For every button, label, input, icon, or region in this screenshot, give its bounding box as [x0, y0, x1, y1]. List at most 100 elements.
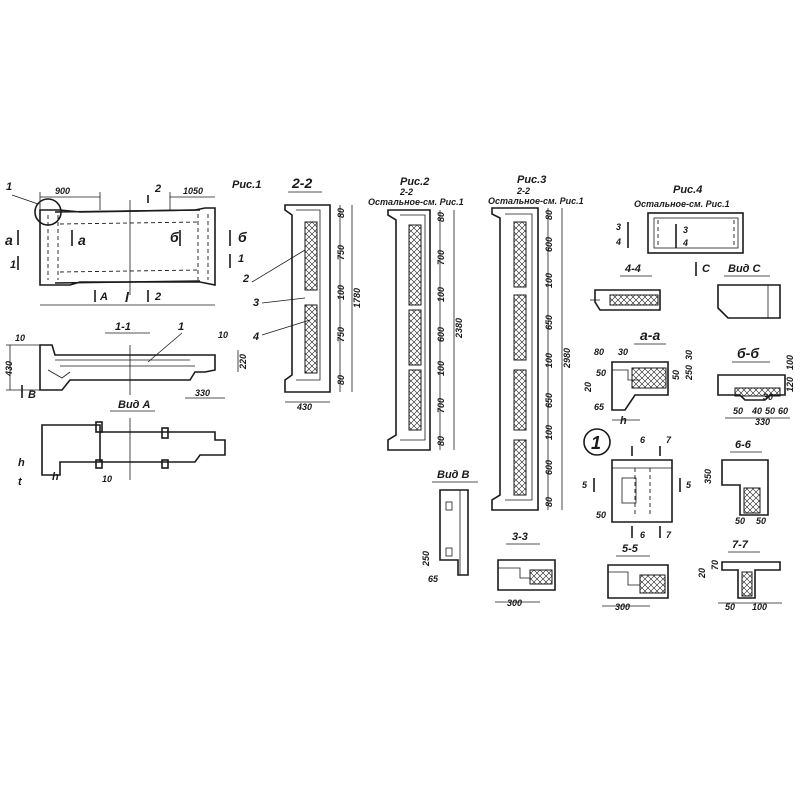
dim-330: 330	[195, 388, 210, 398]
fig4-title: Рис.4	[673, 184, 702, 196]
aa-dim-30: 30	[618, 347, 628, 357]
fig3-dim-600a: 600	[544, 237, 554, 252]
fig3-dim-100a: 100	[544, 273, 554, 288]
view-C-title: Вид C	[728, 263, 762, 275]
fig3-dim-80a: 80	[544, 210, 554, 220]
fig2-title: Рис.2	[400, 176, 429, 188]
aa-dim-50a: 50	[596, 368, 606, 378]
view-A-h: h	[18, 457, 25, 469]
cut-2-top: 2	[154, 183, 161, 195]
section-2-2-title: 2-2	[291, 175, 312, 191]
section-5-5-title: 5-5	[622, 543, 639, 555]
dim-1050: 1050	[183, 186, 203, 196]
cut-1-left: 1	[10, 259, 16, 271]
fig2-sub: 2-2	[399, 187, 413, 197]
fig4-cut4: 4	[615, 237, 621, 247]
fig4-cut3: 3	[616, 222, 621, 232]
section-5-5: 5-5 300	[602, 543, 669, 612]
aa-dim-250: 250	[684, 365, 694, 381]
dim-10-b: 10	[218, 330, 228, 340]
leader-4: 4	[252, 331, 259, 343]
section-1-1-title: 1-1	[115, 321, 131, 333]
fig1-plan: Рис.1 1 900 1050 2 l A 2 a 1	[5, 179, 261, 306]
section-4-4-title: 4-4	[624, 263, 641, 275]
fig2-dim-80b: 80	[436, 436, 446, 446]
view-B-mark: B	[28, 389, 36, 401]
55-dim-300: 300	[615, 602, 630, 612]
section-b-b: б-б 50 40 50 60 330 120 100 30	[717, 345, 795, 427]
section-7-7-title: 7-7	[732, 539, 749, 551]
66-dim-350: 350	[703, 469, 713, 484]
section-a-a: a-a 80 30 50 20 65 50 250 30 h	[583, 327, 694, 427]
bb-dim-100: 100	[785, 355, 795, 370]
fig4: Рис.4 Остальное-см. Рис.1 3 4 3 4	[615, 184, 744, 254]
fig2-note: Остальное-см. Рис.1	[368, 197, 464, 207]
view-A-t: t	[18, 476, 23, 488]
bb-dim-60: 60	[778, 406, 788, 416]
fig3-dim-2980: 2980	[562, 348, 572, 369]
section-2-2: 2-2 80 750 100 750 80 1780 430 2 3 4	[242, 175, 362, 412]
detail-1-c7: 7	[666, 435, 672, 445]
fig3-note: Остальное-см. Рис.1	[488, 196, 584, 206]
fig3-title: Рис.3	[517, 174, 546, 186]
view-A: Вид A 10 h t h	[18, 399, 226, 488]
fig2-dim-700a: 700	[436, 250, 446, 265]
66-dim-50: 50	[735, 516, 745, 526]
view-B-title: Вид B	[437, 469, 470, 481]
section-b-b-title: б-б	[737, 345, 759, 361]
77-dim-100: 100	[752, 602, 767, 612]
detail-1-marker: 1	[591, 433, 601, 453]
section-3-3: 3-3 300	[495, 531, 556, 608]
dim-900: 900	[55, 186, 70, 196]
bb-dim-40: 40	[751, 406, 762, 416]
section-1-1: 1-1 1 430 10 10 220 330 B	[4, 321, 248, 401]
leader-3: 3	[253, 297, 259, 309]
aa-h: h	[620, 415, 627, 427]
fig2-dim-2380: 2380	[454, 318, 464, 339]
fig3: Рис.3 2-2 Остальное-см. Рис.1 80 600 100…	[488, 174, 584, 511]
dim-10-c: 10	[102, 474, 112, 484]
dim-l: l	[125, 289, 130, 305]
fig2-dim-600: 600	[436, 327, 446, 342]
leader-2: 2	[242, 273, 249, 285]
dim-430: 430	[296, 402, 312, 412]
section-6-6-title: 6-6	[735, 439, 752, 451]
dim-750-bottom: 750	[336, 327, 346, 342]
fig2-dim-100a: 100	[436, 287, 446, 302]
view-C: Вид C C	[695, 262, 781, 319]
detail-1-c5: 5	[582, 480, 588, 490]
dim-10-a: 10	[15, 333, 25, 343]
fig4-cut4b: 4	[682, 238, 688, 248]
detail-1: 1 6 7 5 5 50 6 7	[582, 428, 692, 540]
fig3-dim-100c: 100	[544, 425, 554, 440]
aa-dim-65: 65	[594, 402, 605, 412]
fig2-dim-700b: 700	[436, 398, 446, 413]
cut-a-inner: a	[78, 232, 86, 248]
77-dim-20: 20	[697, 568, 707, 579]
detail-1-c6b: 6	[640, 530, 646, 540]
section-6-6: 6-6 350 50 50	[703, 439, 769, 526]
callout-1: 1	[6, 181, 12, 193]
aa-dim-80: 80	[594, 347, 604, 357]
aa-dim-30b: 30	[684, 350, 694, 360]
dim-80-top: 80	[336, 208, 346, 218]
fig2-dim-100b: 100	[436, 361, 446, 376]
fig4-cut3b: 3	[683, 225, 688, 235]
33-dim-300: 300	[507, 598, 522, 608]
fig2-dim-80a: 80	[436, 212, 446, 222]
fig3-dim-600b: 600	[544, 460, 554, 475]
dim-100: 100	[336, 285, 346, 300]
fig3-dim-650a: 650	[544, 315, 554, 330]
dim-430-left: 430	[4, 361, 14, 377]
view-B: Вид B 250 65	[421, 469, 478, 584]
66-dim-50b: 50	[756, 516, 766, 526]
section-7-7: 7-7 20 70 50 100	[697, 539, 782, 612]
bb-dim-330: 330	[755, 417, 770, 427]
detail-1-c6: 6	[640, 435, 646, 445]
dim-80-bottom: 80	[336, 375, 346, 385]
bb-dim-50: 50	[733, 406, 743, 416]
bb-dim-30: 30	[763, 392, 773, 402]
view-B-dim-65: 65	[428, 574, 439, 584]
fig1-title: Рис.1	[232, 179, 261, 191]
